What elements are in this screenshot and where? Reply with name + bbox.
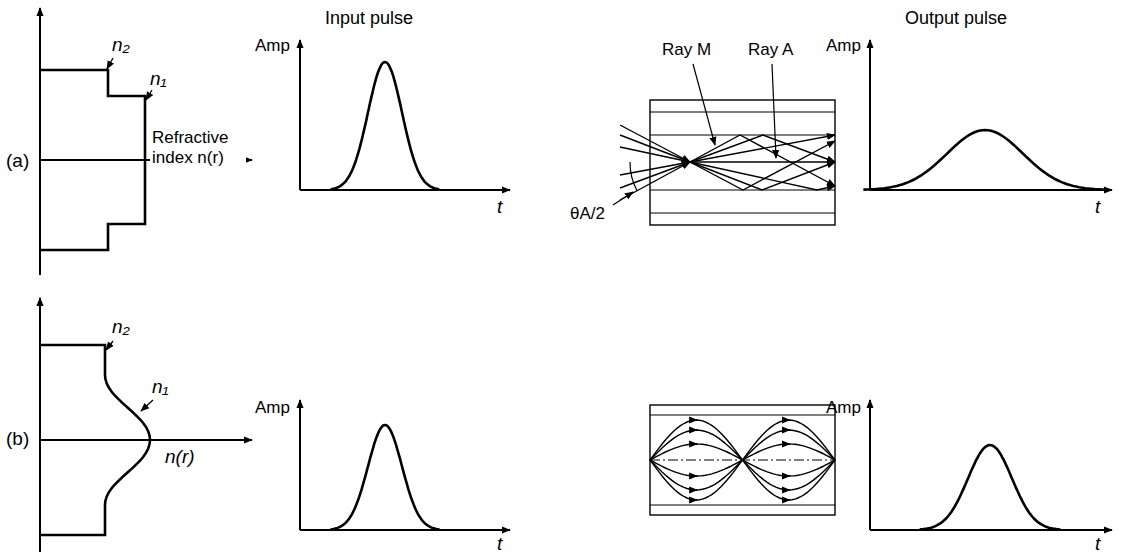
ray-arrow	[783, 499, 790, 500]
axis	[870, 529, 1112, 531]
ray-arrow	[783, 489, 790, 490]
acceptance-angle-arc	[630, 162, 637, 191]
index-label: n₁	[152, 376, 169, 398]
ray-label: Ray A	[748, 40, 793, 60]
ray-path	[650, 420, 743, 460]
ray-arrow	[783, 419, 790, 420]
axis-label: Amp	[255, 398, 290, 418]
panel-title: Input pulse	[325, 8, 413, 29]
ray-path	[743, 430, 836, 460]
fiber-outline	[650, 100, 835, 225]
axis-label: Amp	[255, 36, 290, 56]
ray-path	[650, 430, 743, 460]
ray-arrow	[690, 499, 697, 500]
leader-line	[613, 192, 633, 205]
leader-line	[106, 341, 113, 350]
index-label: n₁	[150, 68, 167, 90]
ray-arrow	[783, 443, 790, 444]
fiber-layer	[650, 212, 835, 213]
step-index-profile	[40, 70, 145, 250]
ray-arrow	[690, 475, 697, 476]
axis-label: t	[497, 533, 502, 555]
pulses	[331, 62, 1107, 530]
ray-label: Ray M	[662, 40, 711, 60]
axis-label: n(r)	[165, 446, 195, 468]
axis	[299, 40, 301, 190]
ray-arrow	[783, 429, 790, 430]
part-letter: (b)	[6, 428, 29, 450]
panel-title: Output pulse	[905, 8, 1007, 29]
axis-label: t	[497, 196, 502, 218]
ray-path	[650, 460, 743, 490]
ray-arrow	[690, 443, 697, 444]
ray-arrow	[690, 429, 697, 430]
ray-path	[743, 420, 836, 460]
axis-label: t	[1095, 533, 1100, 555]
axis	[39, 298, 41, 552]
ray-arrow	[783, 475, 790, 476]
graded-index-profile	[40, 345, 150, 535]
fiber-layer	[650, 504, 835, 505]
axis-label: Amp	[826, 36, 861, 56]
pulse-curve	[863, 130, 1106, 190]
axis-label: Refractive index n(r)	[150, 128, 246, 167]
fiber-layer	[650, 111, 835, 112]
ray-arrow	[690, 419, 697, 420]
axis	[40, 439, 252, 441]
leader-line	[693, 64, 715, 145]
index-label: n₂	[112, 34, 130, 56]
pulse-curve	[331, 425, 440, 529]
index-label: n₂	[112, 316, 130, 338]
axis-label: t	[1095, 196, 1100, 218]
curved-rays	[650, 420, 835, 500]
axis	[869, 400, 871, 530]
ray-path	[743, 460, 836, 490]
axis	[299, 400, 301, 530]
pulse-curve	[331, 62, 440, 189]
fiber-outline	[650, 405, 835, 515]
leader-line	[146, 90, 152, 100]
ray-arrow	[690, 489, 697, 490]
axis	[870, 189, 1112, 191]
fiber-layer	[650, 414, 835, 415]
leader-line	[772, 64, 776, 158]
angle-label: θA/2	[570, 204, 605, 224]
leader-line	[107, 58, 113, 69]
guided-rays	[690, 135, 835, 190]
leader-line	[141, 400, 153, 411]
incoming-rays	[620, 125, 690, 200]
pulse-curve	[920, 445, 1061, 530]
part-letter: (a)	[6, 150, 29, 172]
ray-path	[743, 460, 836, 500]
axis-label: Amp	[826, 398, 861, 418]
core-boundary	[650, 134, 835, 135]
axis	[869, 40, 871, 190]
ray-path	[650, 460, 743, 500]
axis	[39, 8, 41, 275]
